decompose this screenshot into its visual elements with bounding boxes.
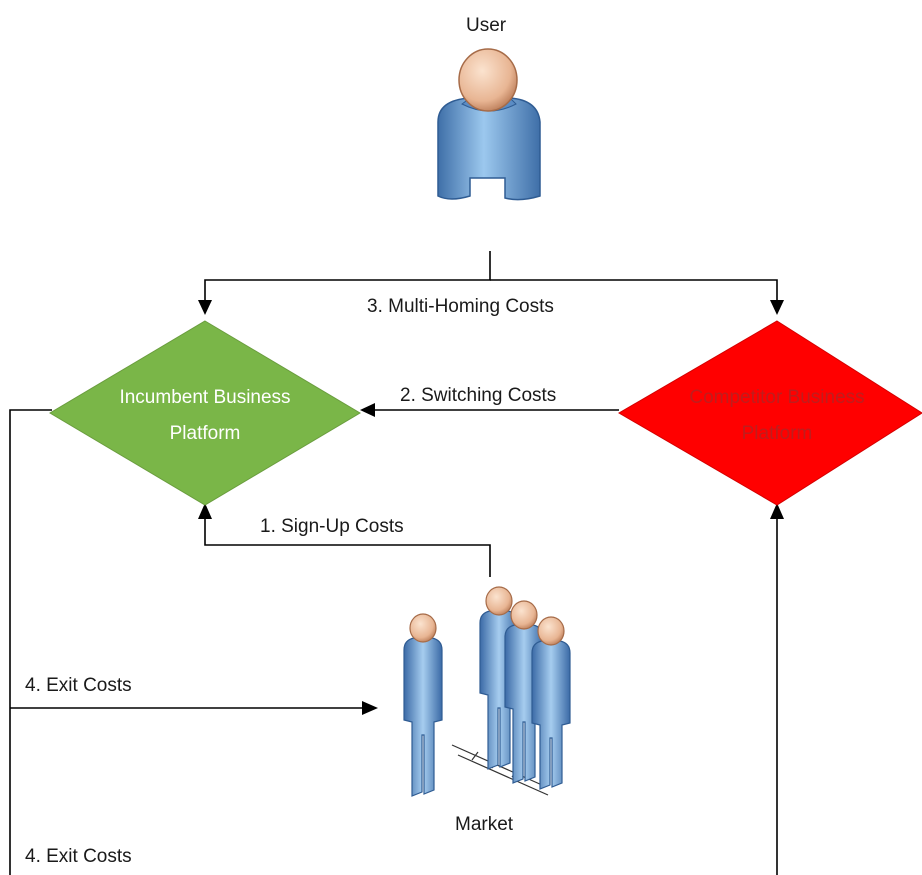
arrow-to-incumbent-bottom bbox=[198, 503, 212, 519]
edge-label-switching: 2. Switching Costs bbox=[400, 385, 557, 406]
competitor-platform-diamond bbox=[618, 320, 922, 506]
arrow-to-competitor-top bbox=[770, 300, 784, 315]
market-group-icon bbox=[403, 586, 571, 797]
arrow-to-incumbent-right bbox=[360, 403, 375, 417]
edge-label-exit-competitor: 4. Exit Costs bbox=[25, 846, 132, 867]
arrow-to-incumbent-top bbox=[198, 300, 212, 315]
arrow-to-competitor-bottom bbox=[770, 503, 784, 519]
market-figure-4 bbox=[531, 616, 571, 790]
edge-sign-up-line bbox=[204, 514, 491, 577]
incumbent-platform-line2: Platform bbox=[169, 423, 241, 444]
arrow-to-market bbox=[362, 701, 378, 715]
incumbent-platform-diamond bbox=[49, 320, 361, 506]
user-label: User bbox=[466, 15, 507, 36]
edge-label-multi-homing: 3. Multi-Homing Costs bbox=[367, 296, 554, 317]
edge-label-sign-up: 1. Sign-Up Costs bbox=[260, 516, 404, 537]
connectors bbox=[9, 251, 778, 875]
incumbent-platform-line1: Incumbent Business bbox=[119, 387, 291, 408]
edge-label-exit-market: 4. Exit Costs bbox=[25, 675, 132, 696]
arrowheads bbox=[198, 300, 784, 715]
incumbent-platform-label: Incumbent Business Platform bbox=[60, 380, 350, 452]
competitor-platform-line2: Platform bbox=[741, 423, 813, 444]
competitor-platform-label: Competitor Business Platform bbox=[632, 380, 922, 452]
edge-exit-trunk-line bbox=[9, 409, 52, 875]
edge-multi-homing-line bbox=[204, 251, 491, 313]
user-icon bbox=[437, 48, 541, 201]
competitor-platform-line1: Competitor Business bbox=[689, 387, 865, 408]
market-label: Market bbox=[455, 814, 514, 835]
market-figure-1 bbox=[403, 613, 443, 797]
